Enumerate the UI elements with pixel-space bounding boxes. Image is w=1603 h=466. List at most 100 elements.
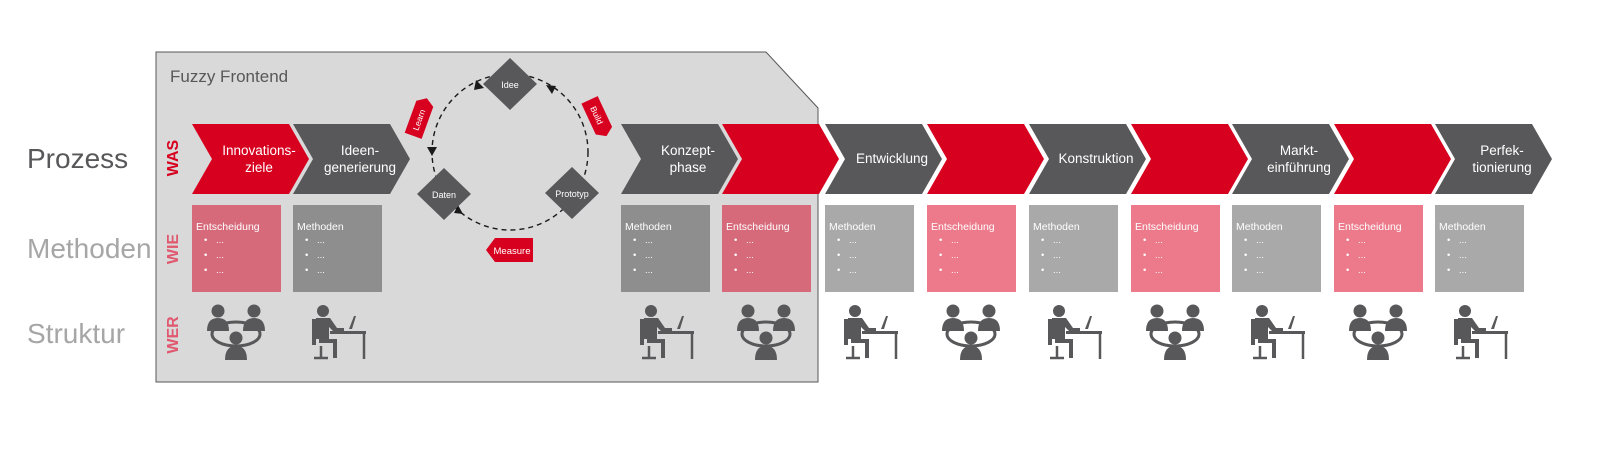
- chevron-innovationsziele: Innovations-ziele: [192, 124, 309, 194]
- cycle-action-measure: Measure: [486, 238, 533, 262]
- structure-icons: [207, 304, 1508, 360]
- methods-card: Methoden •... •... •...: [1232, 205, 1321, 292]
- card-title: Methoden: [297, 221, 344, 233]
- chevron-entscheidung-6: [927, 124, 1044, 194]
- card-bullet: •...: [1143, 250, 1163, 261]
- card-title: Methoden: [829, 221, 876, 233]
- card-title: Methoden: [1236, 221, 1283, 233]
- build-measure-learn-cycle: Idee Prototyp Daten Learn Build Measure: [404, 58, 613, 262]
- card-title: Methoden: [1439, 221, 1486, 233]
- card-bullet: •...: [734, 235, 754, 246]
- chevron-label: Konzept-phase: [661, 143, 715, 175]
- cycle-node-daten: [417, 168, 471, 220]
- card-bullet: •...: [1041, 235, 1061, 246]
- card-bullet: •...: [633, 265, 653, 276]
- card-bullet: •...: [1447, 235, 1467, 246]
- card-bullet: •...: [1143, 235, 1163, 246]
- chevron-entscheidung-4: [722, 124, 839, 194]
- desk-worker-icon: [640, 305, 694, 360]
- card-bullet: •...: [204, 250, 224, 261]
- card-bullet: •...: [837, 235, 857, 246]
- card-bullet: •...: [1244, 265, 1264, 276]
- card-bullet: •...: [305, 265, 325, 276]
- chevron-entscheidung-8: [1131, 124, 1248, 194]
- card-bullet: •...: [734, 265, 754, 276]
- cycle-node-prototyp-label: Prototyp: [555, 189, 589, 199]
- card-title: Entscheidung: [1338, 221, 1402, 233]
- chevron-ideengenerierung: Ideen-generierung: [293, 124, 410, 194]
- methods-card: Methoden •... •... •...: [293, 205, 382, 292]
- decision-card: Entscheidung•...•...•...: [192, 205, 281, 292]
- methods-card: Methoden•...•...•...: [825, 205, 914, 292]
- decision-card: Entscheidung •... •... •...: [1131, 205, 1220, 292]
- card-title: Entscheidung: [726, 221, 790, 233]
- card-bullet: •...: [1447, 265, 1467, 276]
- card-bullet: •...: [1346, 235, 1366, 246]
- card-bullet: •...: [939, 235, 959, 246]
- desk-worker-icon: [844, 305, 898, 360]
- card-title: Methoden: [1033, 221, 1080, 233]
- card-bullet: •...: [939, 265, 959, 276]
- card-bullet: •...: [1041, 265, 1061, 276]
- desk-worker-icon: [1048, 305, 1102, 360]
- chevron-label: Konstruktion: [1058, 151, 1133, 166]
- decision-card: Entscheidung•...•...•...: [927, 205, 1016, 292]
- card-title: Methoden: [625, 221, 672, 233]
- methods-card: Methoden •... •... •...: [1029, 205, 1118, 292]
- card-bullet: •...: [633, 235, 653, 246]
- cycle-arrowhead: [454, 205, 463, 214]
- cycle-action-build: Build: [581, 96, 613, 137]
- team-group-icon: [737, 304, 795, 360]
- card-bullet: •...: [837, 265, 857, 276]
- decision-card: Entscheidung •... •... •...: [722, 205, 811, 292]
- chevron-label: Ideen-generierung: [324, 143, 396, 175]
- cycle-arrowhead: [474, 80, 484, 90]
- process-chevrons: Innovations-ziele Ideen-generierung Konzep…: [192, 124, 1552, 194]
- team-group-icon: [942, 304, 1000, 360]
- card-bullet: •...: [1244, 235, 1264, 246]
- chevron-perfektionierung: Perfek-tionierung: [1435, 124, 1552, 194]
- chevron-entwicklung: Entwicklung: [825, 124, 942, 194]
- cycle-node-idee-label: Idee: [501, 80, 519, 90]
- team-group-icon: [1146, 304, 1204, 360]
- chevron-entscheidung-10: [1334, 124, 1451, 194]
- cycle-arrowhead: [546, 85, 556, 94]
- chevron-label: Innovations-ziele: [222, 143, 296, 175]
- card-bullet: •...: [1143, 265, 1163, 276]
- chevron-konstruktion: Konstruktion: [1029, 124, 1146, 194]
- decision-card: Entscheidung •... •... •...: [1334, 205, 1423, 292]
- team-group-icon: [207, 304, 265, 360]
- desk-worker-icon: [312, 305, 366, 360]
- row-label-methoden: Methoden: [27, 233, 152, 264]
- fuzzy-frontend-title: Fuzzy Frontend: [170, 67, 288, 86]
- side-label-was: WAS: [165, 139, 182, 176]
- cycle-arrowhead: [427, 147, 437, 156]
- methods-card: Methoden •... •... •...: [621, 205, 710, 292]
- desk-worker-icon: [1454, 305, 1508, 360]
- chevron-konzeptphase: Konzept-phase: [621, 124, 738, 194]
- card-title: Entscheidung: [196, 221, 260, 233]
- card-bullet: •...: [939, 250, 959, 261]
- card-bullet: •...: [305, 250, 325, 261]
- chevron-label: Perfek-tionierung: [1472, 143, 1531, 175]
- card-bullet: •...: [1346, 250, 1366, 261]
- side-label-wie: WIE: [165, 234, 182, 265]
- row-label-prozess: Prozess: [27, 143, 129, 174]
- card-bullet: •...: [1346, 265, 1366, 276]
- card-bullet: •...: [734, 250, 754, 261]
- card-bullet: •...: [305, 235, 325, 246]
- card-title: Entscheidung: [1135, 221, 1199, 233]
- card-bullet: •...: [1041, 250, 1061, 261]
- cycle-action-measure-label: Measure: [494, 246, 531, 257]
- desk-worker-icon: [1251, 305, 1305, 360]
- card-bullet: •...: [204, 235, 224, 246]
- cycle-action-learn: Learn: [404, 98, 434, 139]
- card-bullet: •...: [1244, 250, 1264, 261]
- chevron-label: Entwicklung: [856, 151, 928, 166]
- card-bullet: •...: [1447, 250, 1467, 261]
- card-bullet: •...: [633, 250, 653, 261]
- methods-card: Methoden •... •... •...: [1435, 205, 1524, 292]
- side-label-wer: WER: [165, 316, 182, 354]
